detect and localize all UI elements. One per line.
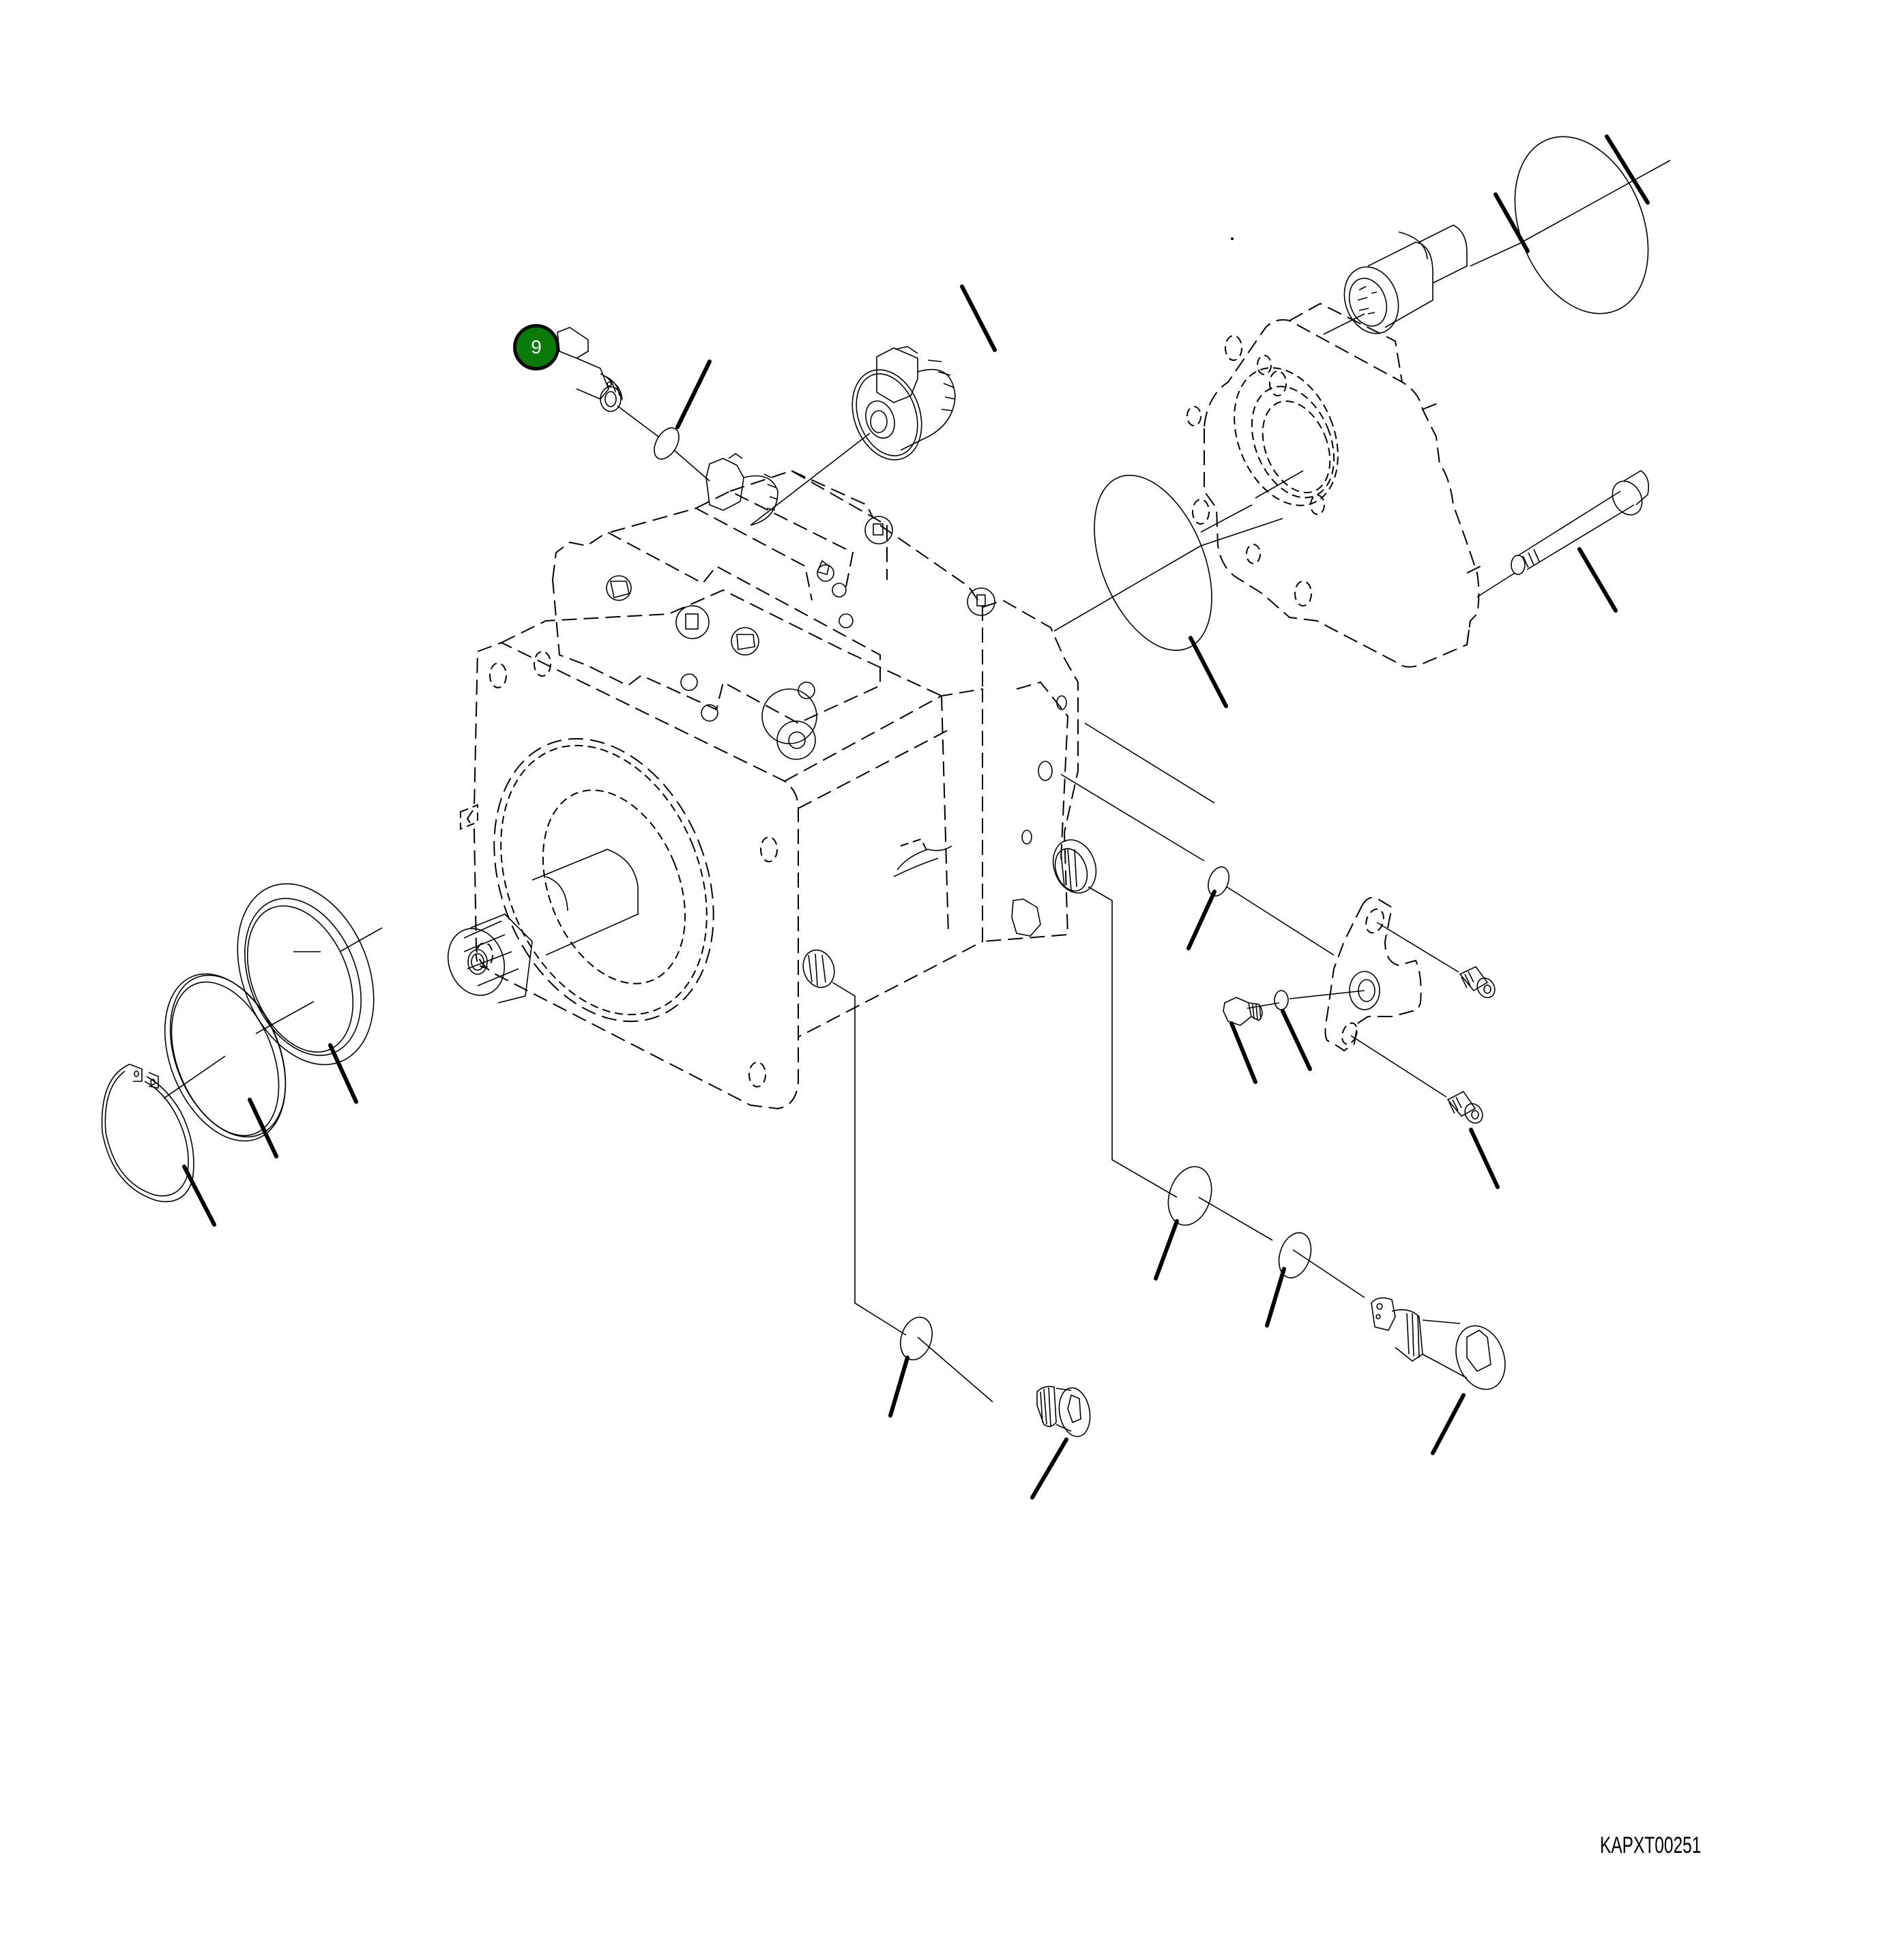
leader-screw-lower (1469, 1128, 1500, 1189)
leader-o-ring-relief-1 (1154, 1219, 1179, 1281)
pump-body (460, 589, 983, 1110)
long-bolt (1511, 470, 1650, 575)
relief-valve (1371, 1297, 1506, 1390)
leader-long-bolt (1577, 547, 1618, 613)
leader-relief-valve (1431, 1393, 1466, 1455)
snap-ring (101, 1064, 194, 1203)
ring (164, 973, 287, 1142)
leader-drain-plug (1030, 1437, 1068, 1500)
drain-plug (1036, 1386, 1091, 1437)
o-ring-side-port (1208, 866, 1229, 897)
flange-holes (1186, 335, 1325, 606)
part-callout-badge-9[interactable]: 9 (513, 324, 559, 370)
o-ring-small (654, 427, 680, 460)
o-ring-relief-1 (1167, 1166, 1212, 1226)
oil-seal (237, 883, 375, 1066)
drive-shaft (447, 849, 639, 1004)
solenoid-coil (851, 346, 956, 460)
o-ring-drain (900, 1317, 933, 1360)
o-ring-large-middle (1094, 474, 1212, 652)
leader-o-ring-relief-2 (1265, 1267, 1286, 1328)
cover-plate (1204, 237, 1481, 668)
leader-oil-seal (328, 1043, 358, 1104)
leader-o-ring-plug (1281, 1009, 1312, 1071)
o-ring-plug (1274, 990, 1289, 1010)
cartridge-valve (557, 327, 623, 412)
leader-o-ring-large-upper (1605, 134, 1650, 205)
leader-hex-plug (1229, 1021, 1257, 1084)
drawing-id-label: KAPXT00251 (1600, 1832, 1702, 1858)
leader-solenoid-coil (960, 284, 997, 352)
leader-snap-ring (182, 1165, 216, 1227)
screw-upper (1459, 965, 1496, 999)
leader-o-ring-large-middle (1189, 636, 1228, 708)
o-ring-large-upper (1514, 136, 1649, 315)
rear-housing (982, 599, 1097, 942)
bracket (1324, 896, 1422, 1052)
leader-o-ring-drain (888, 1356, 909, 1418)
o-ring-relief-2 (1278, 1232, 1312, 1278)
leader-o-ring-cartridge (675, 360, 712, 429)
screw-lower (1446, 1090, 1483, 1124)
control-valve-block (551, 453, 995, 760)
leader-ring (248, 1098, 278, 1158)
coupling (1343, 224, 1468, 334)
leader-o-ring-side-port (1186, 890, 1217, 950)
hex-plug (1223, 997, 1263, 1026)
bottom-port (802, 949, 835, 989)
